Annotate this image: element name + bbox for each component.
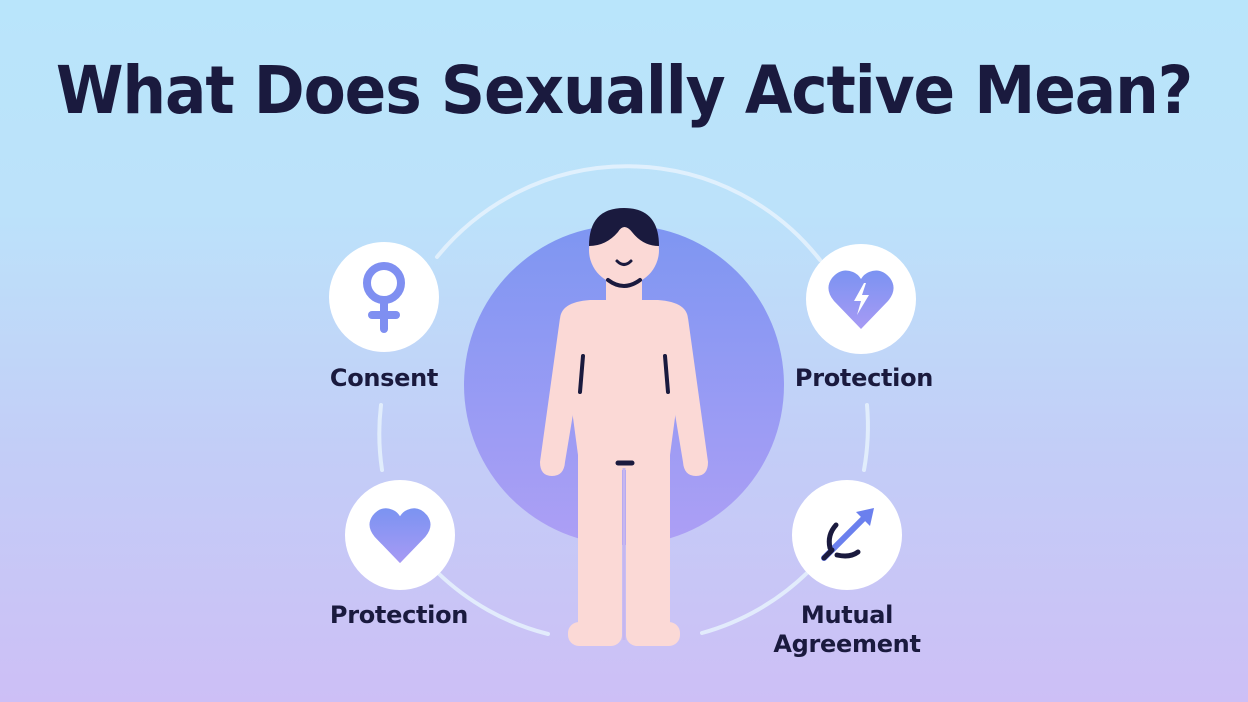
protection-node-top [806, 244, 916, 354]
page-title: What Does Sexually Active Mean? [55, 52, 1193, 129]
mutual-agreement-label-line2: Agreement [773, 630, 921, 658]
female-symbol-icon [363, 262, 405, 333]
protection-label-bottom: Protection [329, 601, 469, 629]
protection-node-bottom [345, 480, 455, 590]
mutual-agreement-node [792, 480, 902, 590]
protection-label-top: Protection [794, 364, 934, 392]
mutual-agreement-label: Mutual Agreement [767, 601, 927, 659]
heart-lightning-icon [828, 270, 894, 329]
mutual-agreement-label-line1: Mutual [800, 601, 894, 629]
bidirectional-arrow-icon [821, 508, 874, 561]
connector-ring [377, 164, 870, 636]
consent-label: Consent [329, 364, 439, 392]
hair [589, 208, 659, 246]
heart-icon [369, 508, 431, 564]
consent-node [329, 242, 439, 352]
